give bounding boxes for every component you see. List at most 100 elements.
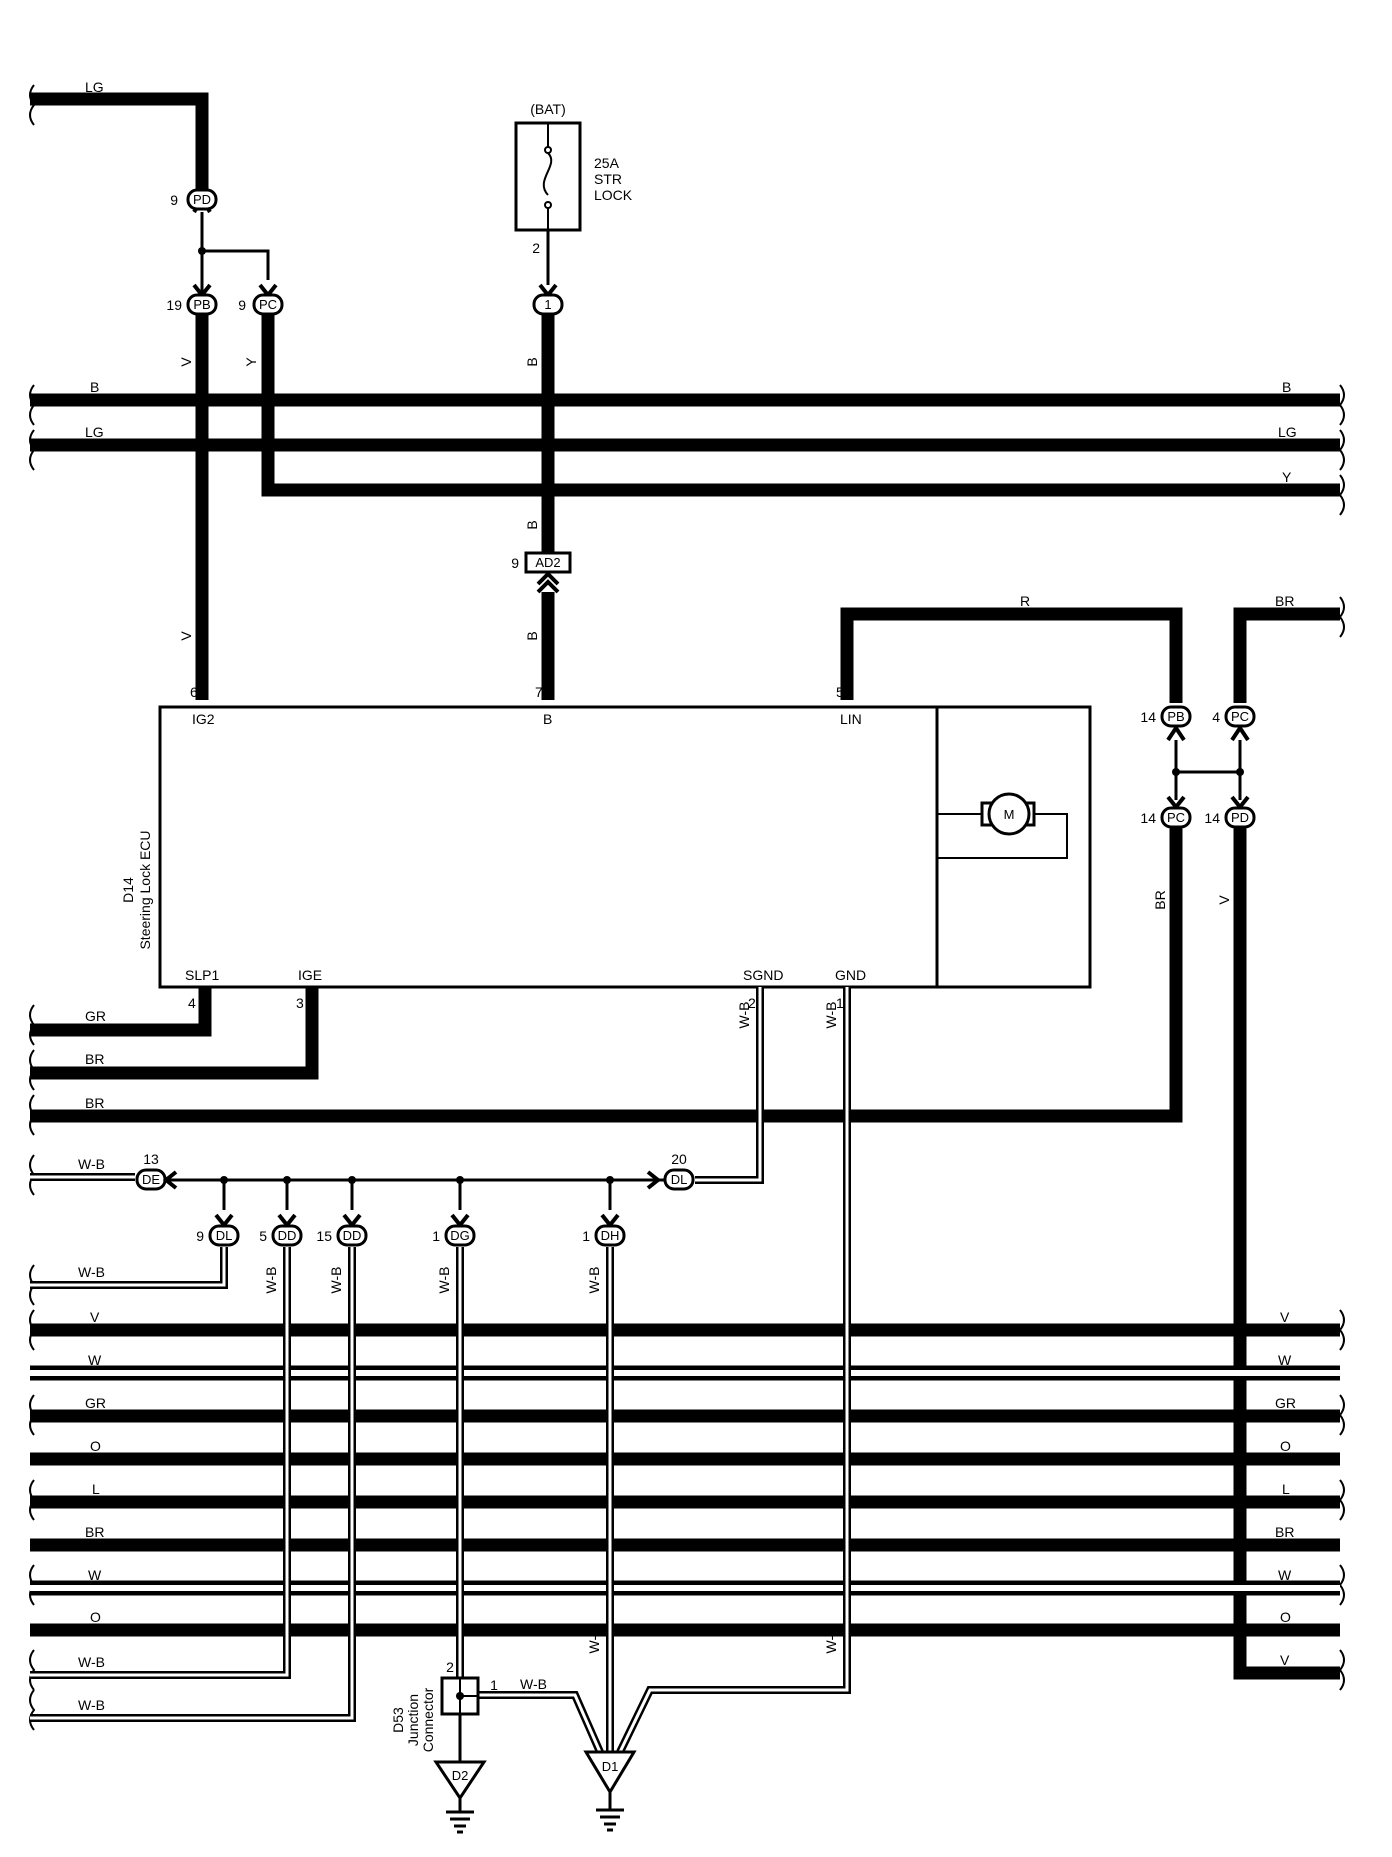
ecu-pin-name-sgnd: SGND xyxy=(743,967,783,983)
battery-label: (BAT) xyxy=(530,101,566,117)
left-break-marks xyxy=(29,84,36,1731)
fuse-pin: 2 xyxy=(532,240,540,256)
ground-wire-network xyxy=(30,987,851,1754)
wire-label-br-pc14: BR xyxy=(1152,890,1168,909)
wire-label-sgnd: W-B xyxy=(736,1002,752,1029)
wire-label-v-ig2-upper: V xyxy=(178,357,194,367)
wire-label-v-pd14: V xyxy=(1216,895,1232,905)
bus-upper-label-left-0: B xyxy=(90,379,99,395)
connector-code-ad2: AD2 xyxy=(535,555,560,570)
bus-lower-label-right-5: L xyxy=(1282,1481,1290,1497)
connector-pin-pb19: 19 xyxy=(166,297,182,313)
bus-lower-label-left-6: BR xyxy=(85,1524,104,1540)
bus-lower-label-right-6: BR xyxy=(1275,1524,1294,1540)
wire-label-j53-out: W-B xyxy=(520,1676,547,1692)
connector-pin-dd5: 5 xyxy=(259,1228,267,1244)
connector-code-pc4: PC xyxy=(1231,709,1249,724)
wire-label-lg-top: LG xyxy=(85,79,104,95)
wire-label-dg1: W-B xyxy=(436,1267,452,1294)
wire-br-pc14 xyxy=(30,827,1183,1123)
bus-lower-label-right-7: W xyxy=(1278,1567,1292,1583)
ecu-pin-num-ige: 3 xyxy=(296,995,304,1011)
bus-lower-label-right-4: O xyxy=(1280,1438,1291,1454)
connector-code-pd14: PD xyxy=(1231,810,1249,825)
connector-pc9: PC 9 xyxy=(238,283,284,316)
connector-pin-dg1: 1 xyxy=(432,1228,440,1244)
connector-pin-dl20: 20 xyxy=(671,1151,687,1167)
bus-lower-label-left-8: O xyxy=(90,1609,101,1625)
wire-label-de-left: W-B xyxy=(78,1156,105,1172)
connector-pin-dl9: 9 xyxy=(196,1228,204,1244)
bus-upper-label-right-0: B xyxy=(1282,379,1291,395)
ecu-pin-name-slp1: SLP1 xyxy=(185,967,219,983)
connector-dg1: DG 1 xyxy=(432,1213,476,1247)
wire-label-dh1: W-B xyxy=(586,1267,602,1294)
connector-code-dl9: DL xyxy=(216,1228,233,1243)
wire-r-lin xyxy=(840,607,1183,703)
wire-label-b-ad2-lower: B xyxy=(524,631,540,640)
ground-label-d2: D2 xyxy=(452,1768,469,1783)
connector-pin-dd15: 15 xyxy=(316,1228,332,1244)
junction-line1: Junction xyxy=(405,1694,421,1746)
wire-label-b-fuse: B xyxy=(524,357,540,366)
fuse-line1: STR xyxy=(594,171,622,187)
connector-pin-pb14: 14 xyxy=(1140,709,1156,725)
connector-pd14: PD 14 xyxy=(1204,795,1256,829)
ground-label-d1: D1 xyxy=(602,1759,619,1774)
ecu-name: Steering Lock ECU xyxy=(137,830,153,949)
wire-label-dd15: W-B xyxy=(328,1267,344,1294)
connector-code-fuse-out: 1 xyxy=(544,297,551,312)
ecu-pin-name-lin: LIN xyxy=(840,711,862,727)
wire-v-pd14 xyxy=(1233,827,1340,1680)
bus-lower-label-left-1: V xyxy=(90,1309,100,1325)
bus-lower-label-left-2: W xyxy=(88,1352,102,1368)
bus-lower-label-right-8: O xyxy=(1280,1609,1291,1625)
fuse-25a xyxy=(514,121,582,232)
wire-y-pc xyxy=(261,314,1340,497)
splice-point-pd-pb xyxy=(198,247,206,255)
ecu-pin-num-gnd: 1 xyxy=(836,995,844,1011)
ground-symbol-d2 xyxy=(433,1760,487,1834)
connector-ad2: AD2 9 xyxy=(511,551,572,594)
ecu-pin-num-slp1: 4 xyxy=(188,995,196,1011)
bus-mid-label-2: BR xyxy=(85,1095,104,1111)
motor-label: M xyxy=(1004,807,1015,822)
ecu-pin-num-sgnd: 2 xyxy=(748,995,756,1011)
connector-fuse-out-1: 1 xyxy=(532,283,564,316)
ecu-pin-num-ig2: 6 xyxy=(190,684,198,700)
bus-lower-label-right-2: W xyxy=(1278,1352,1292,1368)
wire-splice-to-pc9 xyxy=(202,249,270,280)
ecu-code: D14 xyxy=(120,877,136,903)
bus-lower-label-left-0: W-B xyxy=(78,1264,105,1280)
ecu-pin-num-b: 7 xyxy=(535,684,543,700)
bus-lower-label-left-5: L xyxy=(92,1481,100,1497)
splice-point-pb14 xyxy=(1172,768,1180,776)
connector-dl9: DL 9 xyxy=(196,1213,240,1247)
ecu-pin-num-lin: 5 xyxy=(836,684,844,700)
connector-code-pb14: PB xyxy=(1167,709,1184,724)
bus-lower-label-right-1: V xyxy=(1280,1309,1290,1325)
wire-br-ige xyxy=(30,987,319,1080)
junction-line2: Connector xyxy=(420,1687,436,1752)
ecu-pin-name-ig2: IG2 xyxy=(192,711,215,727)
connector-code-dd15: DD xyxy=(343,1228,362,1243)
wire-label-y-pc: Y xyxy=(243,357,259,367)
splice-point-pc4 xyxy=(1236,768,1244,776)
connector-pin-pc4: 4 xyxy=(1212,709,1220,725)
junction-connector-d53 xyxy=(440,1676,480,1716)
connector-pin-pc9: 9 xyxy=(238,297,246,313)
connector-pin-dh1: 1 xyxy=(582,1228,590,1244)
connector-pb19: PB 19 xyxy=(166,283,218,316)
bus-lower-label-left-4: O xyxy=(90,1438,101,1454)
steering-lock-ecu: M xyxy=(158,705,1092,989)
connector-dd15: DD 15 xyxy=(316,1213,368,1247)
connector-code-dl20: DL xyxy=(671,1172,688,1187)
bus-mid-label-0: GR xyxy=(85,1008,106,1024)
connector-dh1: DH 1 xyxy=(582,1213,626,1247)
ecu-pin-name-b: B xyxy=(543,711,552,727)
bus-lower-label-right-3: GR xyxy=(1275,1395,1296,1411)
wire-label-dh1-lower: W-B xyxy=(586,1627,602,1654)
connector-code-pd9: PD xyxy=(193,192,211,207)
connector-pin-ad2: 9 xyxy=(511,555,519,571)
